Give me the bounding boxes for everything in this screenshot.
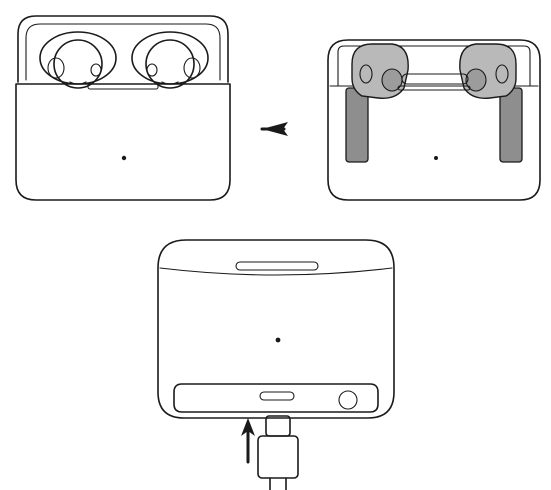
arrow-right: [260, 122, 288, 136]
case-hinge-slot: [397, 85, 471, 91]
case-bottom-band: [173, 383, 379, 413]
case-hinge-slot: [87, 83, 159, 90]
case-lid-back: [17, 15, 229, 83]
panel-case-open-top: [15, 15, 231, 201]
earbud-right-seated: [131, 31, 209, 89]
case-lid-inner-rim: [25, 23, 221, 81]
pairing-button: [338, 390, 358, 410]
case-inner-well: [337, 45, 531, 87]
panel-case-charging-usb-c: [157, 239, 395, 490]
usb-c-port: [259, 391, 295, 401]
case-led-indicator: [121, 155, 127, 161]
earbud-right-lifted: [459, 43, 517, 99]
earbud-right-stem: [499, 87, 523, 163]
case-outline: [327, 39, 541, 201]
earbud-left-seated: [39, 31, 117, 89]
case-lid-slot: [235, 261, 319, 271]
case-magnet-bar: [401, 73, 469, 85]
case-lid-top-curve: [159, 267, 393, 276]
usb-c-cable: [257, 415, 299, 490]
case-led-indicator: [434, 156, 438, 160]
earbud-left-stem: [345, 87, 369, 163]
case-led-indicator: [275, 337, 281, 343]
case-body: [15, 83, 231, 201]
case-closed-body: [157, 239, 395, 419]
arrow-up: [241, 418, 255, 464]
earbud-left-lifted: [351, 43, 409, 99]
panel-case-earbuds-lifted: [327, 39, 541, 201]
